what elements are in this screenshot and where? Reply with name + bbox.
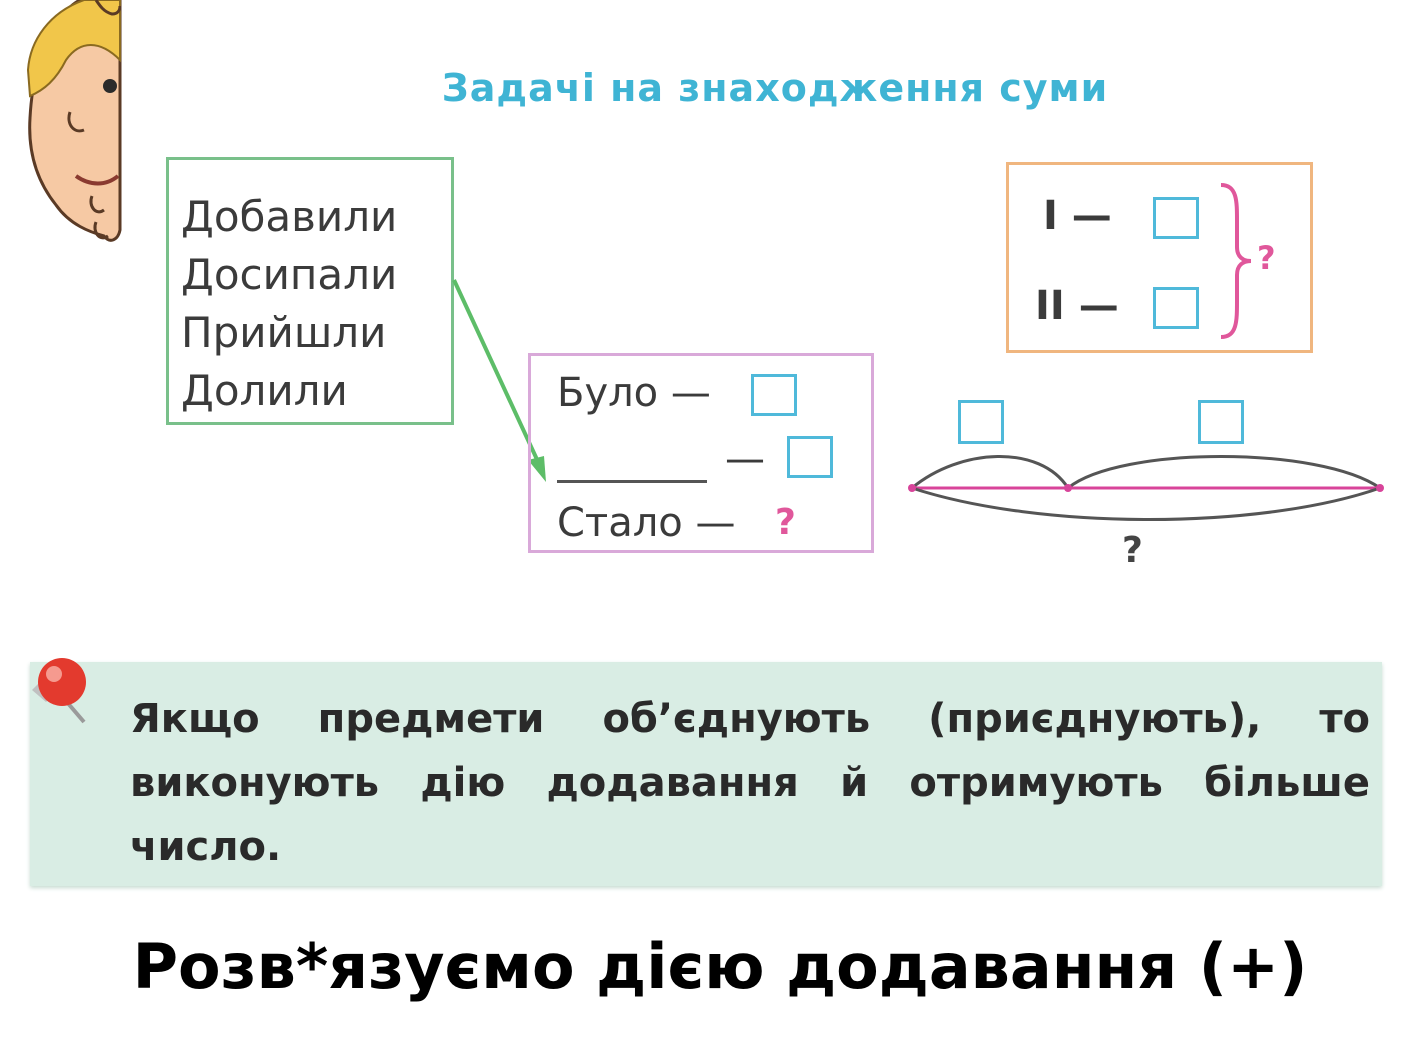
segment-diagram xyxy=(908,455,1384,521)
answer-square xyxy=(1153,197,1199,239)
word-item: Досипали xyxy=(181,250,398,299)
boy-illustration xyxy=(26,0,122,242)
became-label: Стало — xyxy=(557,500,736,546)
scheme-box: Було — — Стало — ? xyxy=(528,353,874,553)
answer-square xyxy=(787,436,833,478)
question-mark: ? xyxy=(775,502,796,543)
question-mark: ? xyxy=(1122,530,1143,571)
word-item: Добавили xyxy=(181,192,398,241)
page-title: Задачі на знаходження суми xyxy=(441,66,1109,110)
dash-label: — xyxy=(725,436,765,482)
rule-text: Якщо предмети об’єднують (приєднують), т… xyxy=(130,696,1370,870)
arrow-icon xyxy=(452,279,546,482)
part-one-label: I — xyxy=(1043,193,1112,239)
answer-square xyxy=(1198,400,1244,444)
action-words-box: Добавили Досипали Прийшли Долили xyxy=(166,157,454,425)
answer-square xyxy=(751,374,797,416)
rule-panel xyxy=(30,662,1382,886)
question-mark: ? xyxy=(1257,239,1276,277)
part-two-label: II — xyxy=(1035,283,1119,329)
brace-icon xyxy=(1220,183,1252,339)
was-label: Було — xyxy=(557,370,711,416)
conclusion-text: Розв*язуємо дією додавання (+) xyxy=(132,930,1308,1003)
action-words-list: Добавили Досипали Прийшли Долили xyxy=(181,188,397,420)
blank-line xyxy=(557,480,707,483)
word-item: Долили xyxy=(181,366,348,415)
pin-icon xyxy=(32,658,86,724)
answer-square xyxy=(1153,287,1199,329)
word-item: Прийшли xyxy=(181,308,387,357)
parts-box: I — II — ? xyxy=(1006,162,1313,353)
answer-square xyxy=(958,400,1004,444)
